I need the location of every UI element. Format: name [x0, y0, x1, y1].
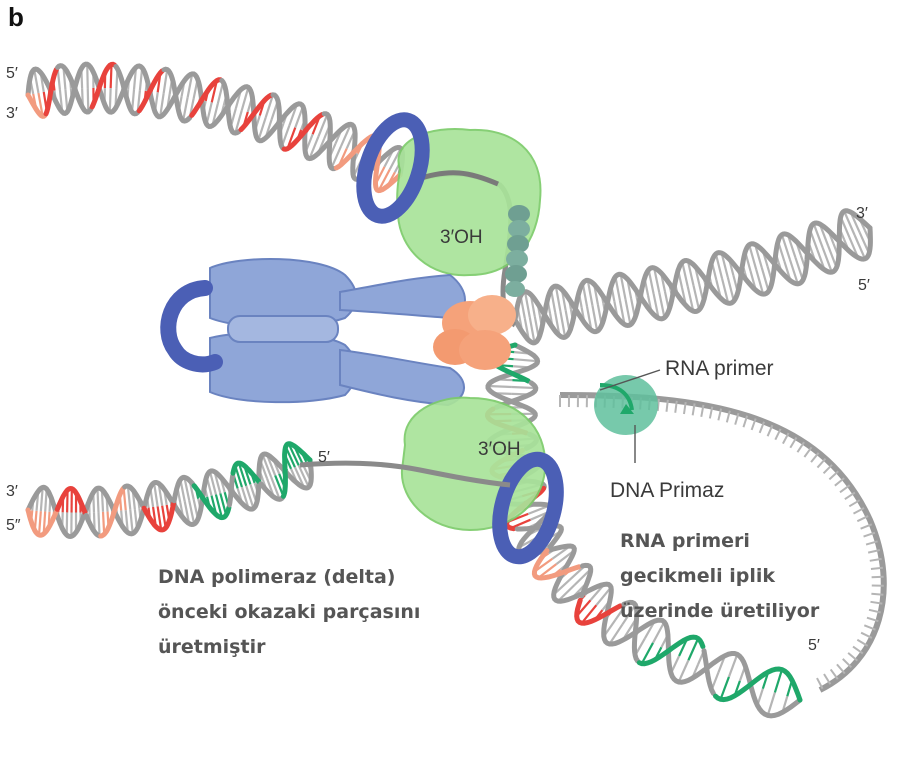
caption-left-line-1: DNA polimeraz (delta): [158, 566, 396, 588]
panel-letter: b: [8, 2, 24, 32]
parental-dna-helix: [512, 208, 873, 346]
dna-primase-label: DNA Primaz: [610, 479, 724, 502]
clamp-loader-complex: [160, 257, 466, 407]
caption-left-line-2: önceki okazaki parçasını: [158, 601, 420, 623]
rna-primer-leader: [599, 369, 661, 391]
strand-end-right-3: 3′: [856, 205, 868, 222]
caption-right-line-3: üzerinde üretiliyor: [620, 600, 820, 622]
strand-end-top-left-5: 5′: [6, 65, 18, 82]
strand-end-top-left-3: 3′: [6, 105, 18, 122]
strand-end-okazaki-5: 5′: [318, 449, 330, 466]
strand-end-right-5: 5′: [858, 277, 870, 294]
caption-right-line-2: gecikmeli iplik: [620, 565, 775, 587]
strand-end-bottom-left-3: 3′: [6, 483, 18, 500]
caption-right-line-1: RNA primeri: [620, 530, 750, 552]
ssb-chain: [505, 205, 530, 297]
top-sliding-clamp: [356, 112, 430, 224]
caption-left-line-3: üretmiştir: [158, 636, 266, 658]
helicase: [433, 295, 516, 370]
strand-end-loop-5: 5′: [808, 637, 820, 654]
strand-end-bottom-left-5: 5″: [6, 517, 21, 534]
bottom-sliding-clamp: [492, 451, 564, 565]
lagging-okazaki-helix: [25, 441, 314, 540]
top-3oh-label: 3′OH: [440, 227, 483, 248]
okazaki-thread: [299, 460, 511, 488]
rna-primer-label: RNA primer: [665, 357, 774, 380]
leading-parent-helix: [25, 61, 406, 194]
dna-primase: [594, 375, 658, 435]
bottom-3oh-label: 3′OH: [478, 439, 521, 460]
